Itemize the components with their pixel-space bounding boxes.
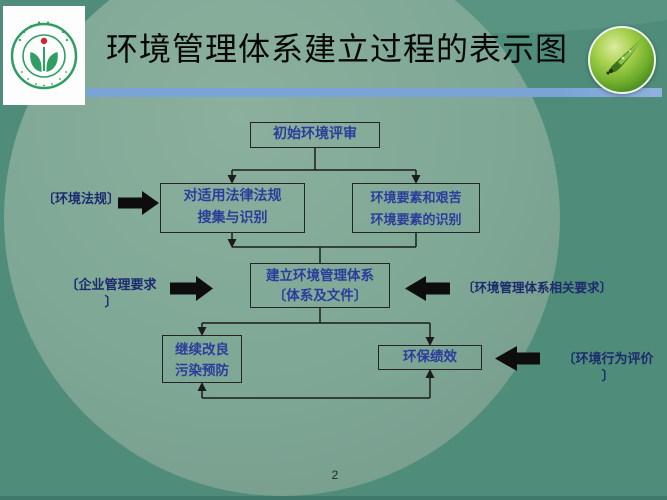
leaf-icon <box>606 38 642 75</box>
leaf-sphere-logo <box>588 26 656 94</box>
label-text: 〔企业管理要求 <box>65 277 157 292</box>
block-arrow-left-icon <box>495 346 540 371</box>
flowchart-box-laws-identification: 对适用法律法规 搜集与识别 <box>160 183 305 233</box>
box-text: 继续改良 <box>175 342 229 357</box>
label-enterprise-requirements: 〔企业管理要求 〕 <box>55 276 167 310</box>
label-env-regulations: 〔环境法规〕 <box>42 190 154 207</box>
flowchart-box-establish-ems: 建立环境管理体系 〔体系及文件〕 <box>250 263 390 308</box>
box-text: 对适用法律法规 <box>183 189 282 204</box>
block-arrow-right-icon <box>170 276 213 301</box>
flowchart-box-aspects-identification: 环境要素和艰苦 环境要素的识别 <box>352 183 480 233</box>
title-underline-bar <box>86 88 662 97</box>
box-text: 建立环境管理体系 <box>266 268 374 283</box>
box-text: 初始环境评审 <box>273 127 357 142</box>
block-arrows <box>118 191 540 371</box>
label-text: 〔环境管理体系相关要求〕 <box>462 281 613 295</box>
box-text: 环境要素和艰苦 <box>370 190 462 205</box>
label-text: 〕 <box>104 294 118 309</box>
flowchart-box-initial-review: 初始环境评审 <box>250 122 380 148</box>
label-text: 〔环境法规〕 <box>42 191 121 206</box>
box-text: 污染预防 <box>175 363 229 378</box>
background-circle <box>4 0 560 496</box>
box-text: 环保绩效 <box>403 349 457 364</box>
label-ems-related-requirements: 〔环境管理体系相关要求〕 <box>462 280 622 297</box>
box-text: 环境要素的识别 <box>370 212 462 227</box>
institute-emblem-icon <box>10 20 78 89</box>
institute-logo <box>3 6 85 105</box>
box-text: 〔体系及文件〕 <box>272 288 368 303</box>
label-text: 〔环境行为评价 <box>562 351 654 366</box>
label-env-behavior-evaluation: 〔环境行为评价 〕 <box>552 350 664 384</box>
connector-arrowheads <box>197 175 435 391</box>
flowchart-box-continual-improvement: 继续改良 污染预防 <box>162 335 242 383</box>
slide-title: 环境管理体系建立过程的表示图 <box>106 31 569 67</box>
box-text: 搜集与识别 <box>197 211 268 226</box>
block-arrow-right-icon <box>118 191 159 215</box>
bottom-edge-strip <box>0 496 667 500</box>
label-text: 〕 <box>601 368 615 383</box>
flowchart-box-environmental-performance: 环保绩效 <box>378 345 482 370</box>
page-number: 2 <box>331 468 339 482</box>
block-arrow-left-icon <box>405 276 450 301</box>
